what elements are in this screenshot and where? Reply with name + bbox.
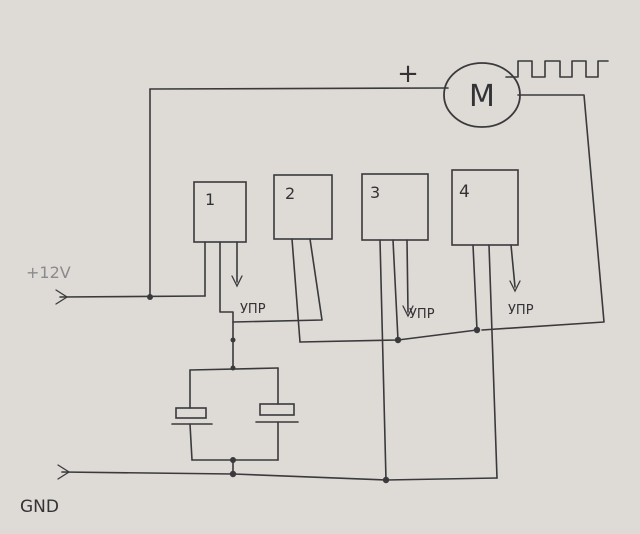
- motor-negative-wire: [481, 94, 605, 331]
- transistor-3-pin-left: [379, 239, 387, 481]
- ground-junction-b: [382, 476, 390, 484]
- transistor-1: [193, 181, 247, 243]
- middle-bus-junction-a: [394, 336, 402, 344]
- motor-label: M: [469, 79, 495, 114]
- supply-input-wire: [59, 295, 206, 298]
- transistor-4-pin-mid: [488, 244, 498, 479]
- transistor-1-control-label: УПР: [240, 302, 266, 317]
- transistor-3-pin-mid: [392, 239, 399, 341]
- supply-junction: [147, 294, 153, 300]
- capacitor-left-plate: [175, 407, 207, 419]
- transistor-1-label: 1: [205, 190, 215, 209]
- pwm-waveform-icon: [505, 60, 609, 78]
- transistor-1-control-arrow: [231, 275, 243, 288]
- cap-network-top: [189, 367, 279, 371]
- transistor-4-pin-right: [510, 244, 516, 288]
- transistor-4-pin-left: [472, 244, 478, 331]
- transistor-4-control-arrow: [509, 280, 521, 293]
- transistor-3-pin-right: [406, 239, 409, 313]
- transistor-2-pin-left: [291, 238, 301, 343]
- transistor-4-label: 4: [459, 182, 470, 202]
- transistor-4-control-label: УПР: [508, 303, 534, 318]
- transistor-2: [273, 174, 333, 240]
- transistor-3-control-label: УПР: [409, 307, 435, 322]
- supply-input-arrow: [55, 289, 69, 305]
- capacitor-right-plate: [259, 403, 295, 416]
- middle-bus-junction-b: [473, 326, 481, 334]
- ground-junction-a: [229, 470, 237, 478]
- ground-input-arrow: [57, 464, 71, 480]
- ground-rail: [61, 471, 498, 481]
- middle-bus: [299, 329, 478, 343]
- transistor-2-pin-right: [232, 238, 323, 323]
- transistor-2-label: 2: [285, 184, 295, 203]
- supply-label: +12V: [26, 263, 71, 282]
- transistor-3: [361, 173, 429, 241]
- transistor-4: [451, 169, 519, 246]
- motor-plus-label: +: [397, 59, 419, 89]
- transistor-3-label: 3: [370, 183, 380, 202]
- transistor-1-pin-mid: [219, 241, 234, 341]
- ground-label: GND: [20, 497, 59, 517]
- supply-rail-top: [149, 87, 449, 90]
- cap-left-lead-bottom: [189, 423, 193, 461]
- transistor-3-control-arrow: [402, 305, 414, 318]
